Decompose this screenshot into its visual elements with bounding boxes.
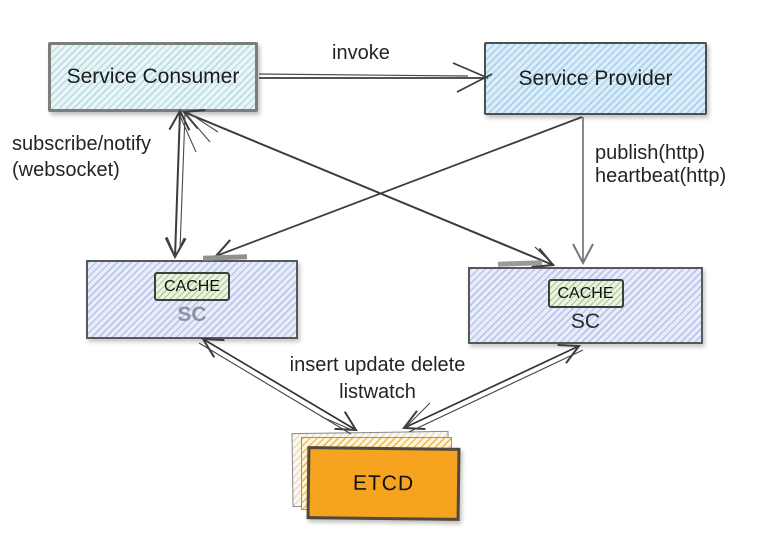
edge-subscribe-notify-sketchline [179, 113, 186, 251]
scright-top-tick [497, 260, 543, 267]
edge-consumer-scright [182, 109, 555, 268]
invoke-edge-label: invoke [332, 42, 390, 64]
etcd-ops-edge-label: insert update delete listwatch [270, 352, 485, 406]
service-consumer-node: Service Consumer [48, 42, 258, 112]
sketch-strokes-etcd [321, 402, 431, 431]
publish-edge-label-line1: publish(http) [595, 142, 706, 164]
etcd-label: ETCD [352, 471, 415, 495]
sketch-strokes-consumer [179, 112, 219, 153]
publish-edge-label-line2: heartbeat(http) [595, 165, 727, 187]
service-consumer-label: Service Consumer [66, 65, 240, 88]
etcd-ops-edge-label-line2: listwatch [339, 381, 416, 403]
sc-left-node: CACHE SC [86, 260, 298, 339]
edge-provider-scleft [213, 116, 583, 260]
etcd-ops-edge-label-line1: insert update delete [289, 354, 466, 376]
sc-right-cache-label: CACHE [557, 284, 614, 302]
edge-subscribe-notify [164, 108, 191, 260]
sc-left-label: SC [177, 303, 207, 326]
sc-left-cache-box: CACHE [154, 272, 230, 301]
service-provider-node: Service Provider [484, 42, 707, 115]
subscribe-edge-label-line1: subscribe/notify [12, 133, 151, 155]
sc-right-node: CACHE SC [468, 267, 703, 344]
etcd-node: ETCD [306, 446, 461, 521]
service-provider-label: Service Provider [518, 66, 673, 90]
publish-edge-label: publish(http) heartbeat(http) [595, 142, 726, 188]
sc-right-cache-box: CACHE [547, 279, 624, 308]
edge-consumer-scright-sketchhead [534, 246, 555, 266]
sc-left-cache-label: CACHE [163, 277, 220, 295]
edge-invoke-sketchline [258, 73, 469, 77]
sketch-strokes-scleft [166, 236, 185, 257]
sc-right-label: SC [570, 310, 601, 333]
subscribe-edge-label-line2: (websocket) [12, 159, 120, 181]
subscribe-edge-label: subscribe/notify (websocket) [12, 131, 151, 183]
